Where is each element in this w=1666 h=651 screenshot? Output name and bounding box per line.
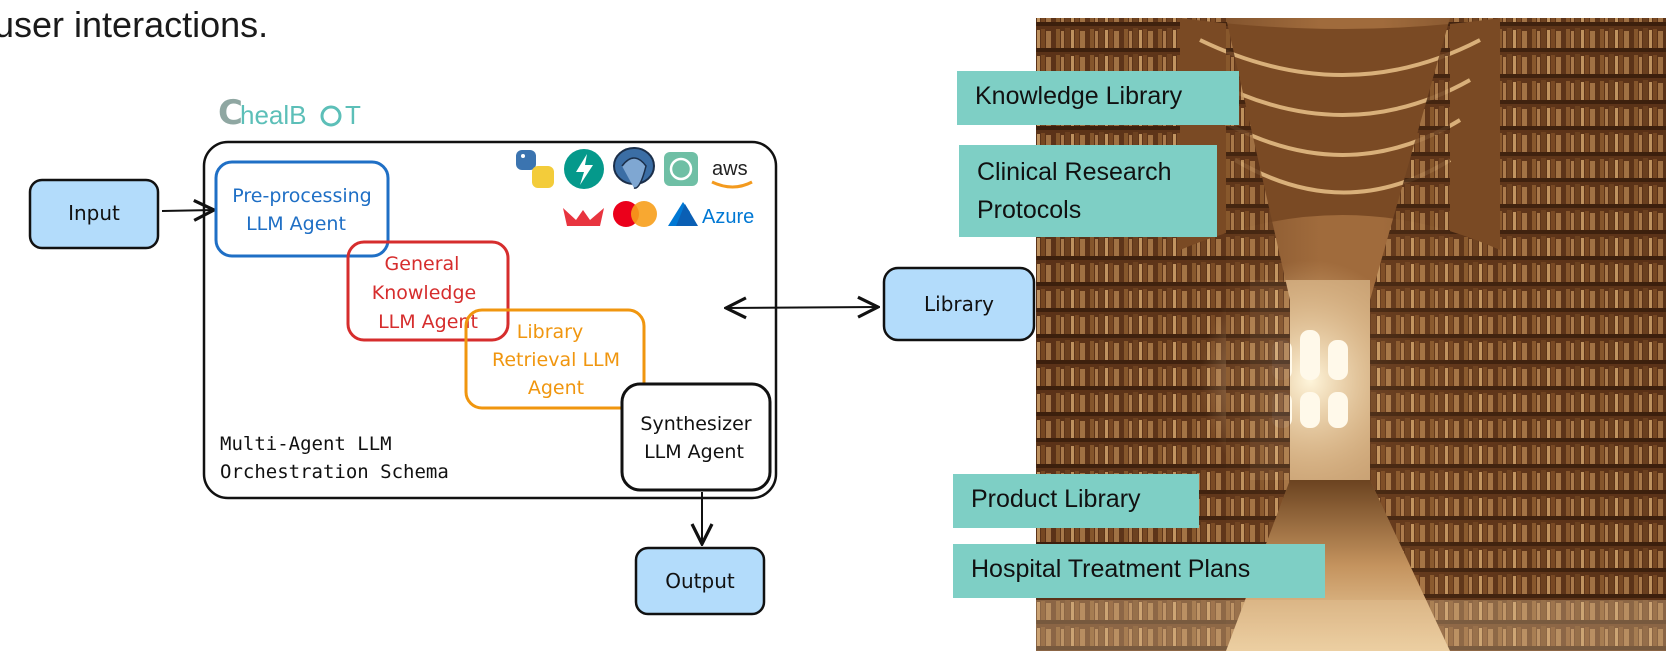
svg-text:Multi-Agent LLM: Multi-Agent LLM (220, 433, 392, 455)
svg-text:Library: Library (517, 321, 583, 343)
mastercard-icon (613, 201, 657, 227)
svg-text:LLM Agent: LLM Agent (644, 441, 744, 463)
schema-caption: Multi-Agent LLM Orchestration Schema (220, 433, 449, 483)
input-node: Input (28, 178, 160, 250)
aws-icon: aws (711, 158, 753, 189)
svg-text:healB: healB (240, 100, 307, 130)
library-node: Library (882, 266, 1036, 342)
svg-text:Knowledge: Knowledge (372, 282, 476, 304)
svg-text:T: T (345, 100, 361, 130)
general-knowledge-agent-node: General Knowledge LLM Agent (346, 240, 510, 342)
python-icon (516, 150, 554, 188)
healbot-logo: C healB T (218, 93, 361, 133)
svg-text:Orchestration Schema: Orchestration Schema (220, 461, 449, 483)
svg-text:Agent: Agent (528, 377, 584, 399)
library-photo (1036, 18, 1666, 651)
svg-text:Retrieval LLM: Retrieval LLM (492, 349, 620, 371)
output-label: Output (665, 569, 735, 593)
page-heading: user interactions. (0, 4, 269, 45)
orchestration-container (202, 140, 778, 500)
svg-text:General: General (385, 253, 460, 275)
preprocessing-agent-node: Pre-processing LLM Agent (214, 160, 390, 258)
library-label: Library (924, 292, 994, 316)
tech-logos: aws Azure (516, 147, 754, 228)
input-label: Input (68, 201, 120, 225)
openai-icon (664, 152, 698, 186)
input-arrow (161, 210, 214, 211)
streamlit-icon (563, 208, 604, 226)
knowledge-library-label: Knowledge Library (957, 71, 1239, 125)
fastapi-icon (564, 149, 604, 189)
library-bidirectional-arrow (726, 307, 878, 308)
product-library-label: Product Library (953, 474, 1199, 528)
synthesizer-agent-node: Synthesizer LLM Agent (620, 382, 772, 492)
library-retrieval-agent-node: Library Retrieval LLM Agent (464, 308, 646, 410)
svg-text:LLM Agent: LLM Agent (246, 213, 346, 235)
azure-icon: Azure (668, 202, 754, 228)
clinical-research-protocols-label: Clinical Research Protocols (959, 145, 1217, 237)
hospital-treatment-plans-label: Hospital Treatment Plans (953, 544, 1325, 598)
postgresql-icon (613, 147, 655, 189)
svg-text:C: C (218, 93, 243, 133)
svg-text:Pre-processing: Pre-processing (232, 185, 371, 207)
svg-text:aws: aws (712, 158, 748, 180)
svg-text:LLM Agent: LLM Agent (378, 311, 478, 333)
output-node: Output (634, 546, 766, 616)
svg-text:Synthesizer: Synthesizer (640, 413, 751, 435)
svg-text:Azure: Azure (702, 206, 754, 228)
